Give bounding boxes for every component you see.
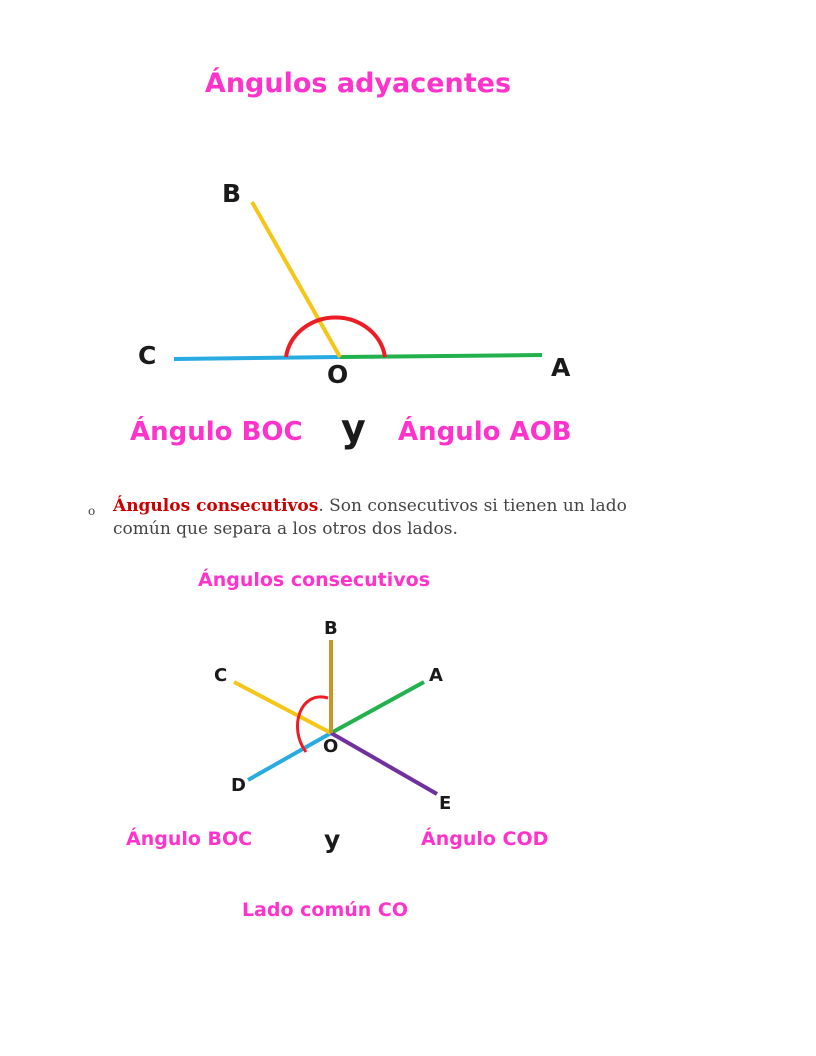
- bullet-marker: o: [88, 504, 96, 518]
- caption-angle-COD: Ángulo COD: [421, 827, 548, 850]
- ray-OA: [330, 680, 425, 735]
- caption-angle-BOC: Ángulo BOC: [126, 827, 252, 850]
- point-label-A: A: [429, 665, 443, 686]
- common-side-label: Lado común CO: [242, 899, 408, 921]
- caption-angle-AOB: Ángulo AOB: [398, 415, 572, 447]
- term-consecutive-angles: Ángulos consecutivos: [113, 496, 319, 516]
- point-label-E: E: [439, 793, 451, 814]
- point-label-C: C: [138, 341, 156, 370]
- ray-OB: [250, 201, 342, 358]
- point-label-O: O: [323, 736, 338, 757]
- consecutive-angles-diagram: Ángulos consecutivos B C A O D E Ángulo …: [126, 568, 548, 921]
- point-label-O: O: [327, 360, 348, 389]
- point-label-D: D: [231, 775, 246, 796]
- point-label-A: A: [551, 353, 571, 382]
- angle-arc: [296, 695, 329, 753]
- point-label-B: B: [324, 618, 338, 639]
- ray-OA: [339, 353, 543, 359]
- ray-OE: [330, 731, 438, 796]
- consecutive-angles-title: Ángulos consecutivos: [198, 568, 430, 591]
- definition-text: . Son consecutivos si tienen un lado com…: [113, 496, 627, 539]
- point-label-B: B: [222, 179, 241, 208]
- caption-join-y: y: [324, 825, 340, 854]
- ray-OC: [173, 355, 341, 361]
- angle-arc: [284, 315, 387, 358]
- bullet-text: Ángulos consecutivos. Son consecutivos s…: [113, 495, 678, 541]
- ray-OD: [247, 731, 332, 782]
- caption-join-y: y: [341, 406, 366, 450]
- adjacent-angles-diagram: Ángulos adyacentes B C O A Ángulo BOC y …: [130, 67, 572, 450]
- caption-angle-BOC: Ángulo BOC: [130, 415, 303, 447]
- ray-OC: [233, 680, 332, 735]
- point-label-C: C: [214, 665, 227, 686]
- adjacent-angles-title: Ángulos adyacentes: [205, 67, 511, 99]
- bullet-item-consecutive-angles: o Ángulos consecutivos. Son consecutivos…: [88, 495, 678, 541]
